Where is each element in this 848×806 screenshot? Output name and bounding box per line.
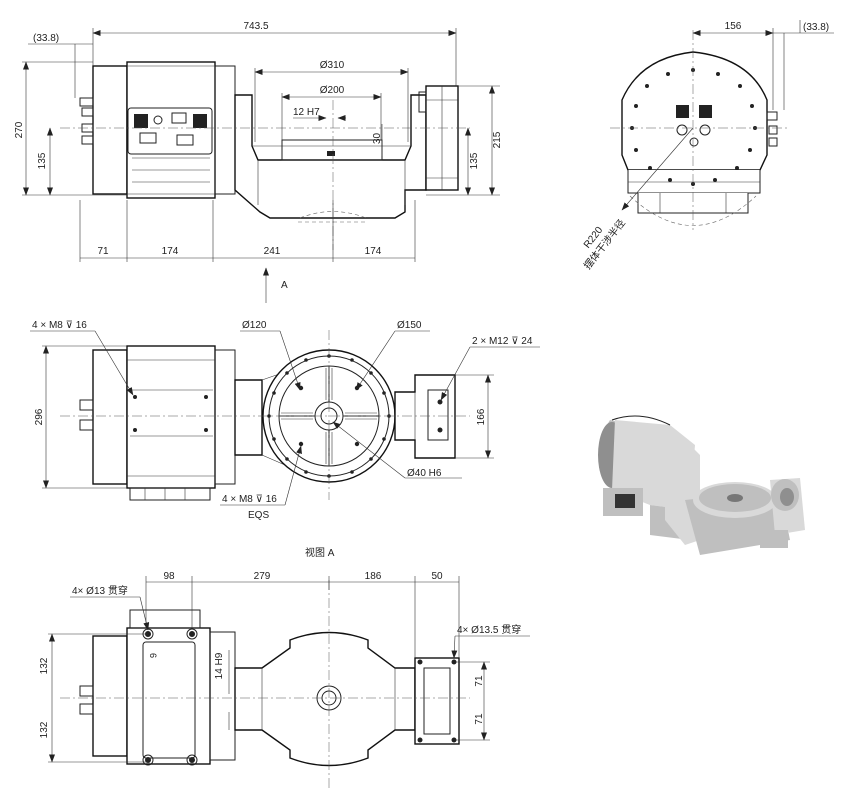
view-caption: 视图 A xyxy=(305,546,335,559)
dim-d40: Ø40 H6 xyxy=(407,468,442,479)
holes-right: 2 × M12 ⊽ 24 xyxy=(472,336,533,347)
holes-bottom: 4 × M8 ⊽ 16 xyxy=(222,494,277,505)
top-view: 743.5 (33.8) Ø310 Ø200 12 H7 30 270 135 … xyxy=(14,21,503,303)
dim-overall: 743.5 xyxy=(243,21,268,32)
motor-cap xyxy=(92,65,128,195)
dim-w174a: 174 xyxy=(162,246,179,257)
dim-h135: 135 xyxy=(37,152,48,169)
view-arrow-label: A xyxy=(281,280,288,291)
connector-2 xyxy=(193,114,207,128)
right-bearing-front xyxy=(394,374,456,459)
dim-w186: 186 xyxy=(365,571,382,582)
side-body xyxy=(621,51,768,171)
product-render xyxy=(598,415,805,555)
mark-6: 6 xyxy=(148,653,158,658)
dim-w71: 71 xyxy=(97,246,109,257)
holes-bottom-left: 4× Ø13 贯穿 xyxy=(72,584,128,597)
dim-h135r: 135 xyxy=(469,152,480,169)
dim-left-offset: (33.8) xyxy=(33,33,59,44)
dim-d120: Ø120 xyxy=(242,320,267,331)
dim-h71b: 71 xyxy=(474,713,485,725)
eqs-label: EQS xyxy=(248,510,269,521)
dim-depth30: 30 xyxy=(372,132,383,144)
bottom-view: 6 98 279 186 50 4× Ø13 贯穿 4× Ø13.5 贯穿 xyxy=(39,571,530,790)
cradle xyxy=(234,94,427,219)
holes-bottom-right: 4× Ø13.5 贯穿 xyxy=(457,623,521,636)
dim-h215: 215 xyxy=(492,131,503,148)
dim-h166: 166 xyxy=(476,408,487,425)
dim-d310: Ø310 xyxy=(320,60,345,71)
dim-slot: 12 H7 xyxy=(293,107,320,118)
dim-w50: 50 xyxy=(431,571,443,582)
front-view: 296 166 4 × M8 ⊽ 16 Ø120 Ø150 2 × M12 ⊽ … xyxy=(30,320,540,559)
holes-left: 4 × M8 ⊽ 16 xyxy=(32,320,87,331)
side-view: 156 (33.8) R220 摆体干涉半径 xyxy=(581,20,834,272)
dim-h71a: 71 xyxy=(474,675,485,687)
dim-h296: 296 xyxy=(34,408,45,425)
dim-h132b: 132 xyxy=(39,721,50,738)
dim-w156: 156 xyxy=(725,21,742,32)
dim-w241: 241 xyxy=(264,246,281,257)
connector-1 xyxy=(134,114,148,128)
motor-bottom xyxy=(126,627,211,765)
side-bolt-circle xyxy=(630,68,757,186)
dim-r-offset: (33.8) xyxy=(803,22,829,33)
dim-h132a: 132 xyxy=(39,657,50,674)
dim-h270: 270 xyxy=(14,121,25,138)
dim-w279: 279 xyxy=(254,571,271,582)
dim-d150: Ø150 xyxy=(397,320,422,331)
dim-d200: Ø200 xyxy=(320,85,345,96)
dim-w98: 98 xyxy=(163,571,175,582)
bearing-bottom xyxy=(414,657,460,745)
motor-housing-front xyxy=(126,345,216,489)
dim-slot14: 14 H9 xyxy=(214,652,225,679)
dim-w174b: 174 xyxy=(365,246,382,257)
